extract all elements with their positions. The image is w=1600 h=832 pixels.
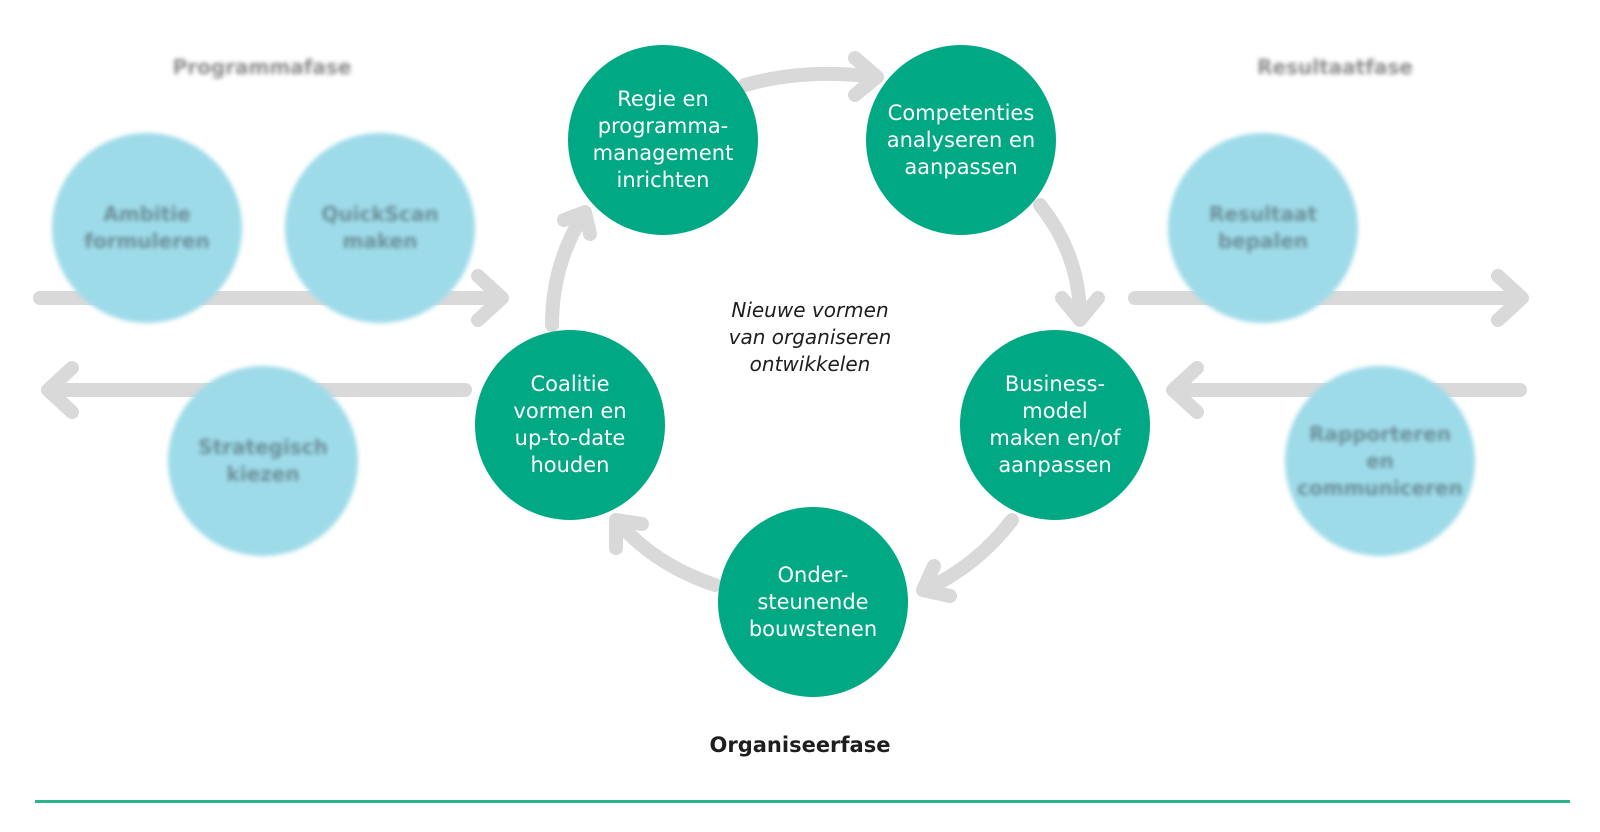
cycle-arrow-businessmodel-to-ondersteunend [916,513,1019,603]
node-competenties: Competenties analyseren en aanpassen [866,45,1056,235]
node-strategisch-kiezen: Strategisch kiezen [168,366,358,556]
organiseerfase-label: Organiseerfase [709,733,891,757]
node-ambitie-formuleren: Ambitie formuleren [52,133,242,323]
node-businessmodel: Business- model maken en/of aanpassen [960,330,1150,520]
cycle-arrow-competenties-to-businessmodel [1033,198,1105,327]
cycle-arrow-ondersteunend-to-coalitie [609,513,722,592]
cycle-center-text: Nieuwe vormen van organiseren ontwikkele… [728,298,892,376]
bottom-divider [35,800,1570,803]
node-rapporteren-communiceren: Rapporteren en communiceren [1285,366,1475,556]
node-resultaat-bepalen: Resultaat bepalen [1168,133,1358,323]
node-ondersteunende-bouwstenen: Onder- steunende bouwstenen [718,507,908,697]
node-coalitie: Coalitie vormen en up-to-date houden [475,330,665,520]
resultaatfase-label: Resultaatfase [1257,55,1413,79]
node-regie-programmamanagement: Regie en programma- management inrichten [568,45,758,235]
node-quickscan-maken: QuickScan maken [285,133,475,323]
programmafase-label: Programmafase [172,55,352,79]
cycle-arrow-coalitie-to-regie [545,205,597,332]
cycle-arrow-regie-to-competenties [738,51,884,102]
